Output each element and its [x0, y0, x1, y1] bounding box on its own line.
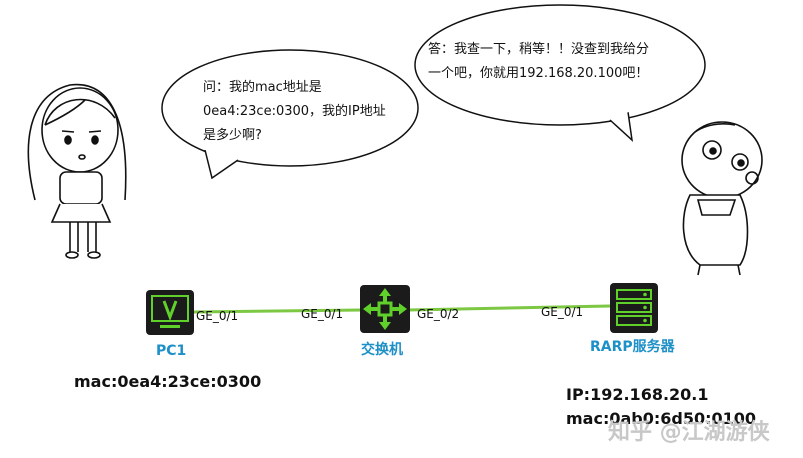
right-bubble-text: 答：我查一下，稍等！！没查到我给分 一个吧，你就用192.168.20.100吧… [428, 38, 649, 86]
switch-port-left-label: GE_0/1 [301, 307, 344, 321]
server-ip-text: IP:192.168.20.1 [566, 385, 709, 404]
pc-mac-text: mac:0ea4:23ce:0300 [74, 372, 262, 391]
girl-illustration [27, 83, 127, 259]
boy-illustration [681, 121, 763, 276]
server-label: RARP服务器 [590, 339, 675, 355]
link-switch-server [407, 304, 611, 312]
switch-label: 交换机 [361, 342, 403, 358]
left-bubble-text: 问：我的mac地址是 0ea4:23ce:0300，我的IP地址 是多少啊? [203, 76, 386, 148]
left-speech-bubble [161, 49, 419, 180]
right-bubble-line: 答：我查一下，稍等！！没查到我给分 [428, 42, 650, 57]
server-port-label: GE_0/1 [541, 305, 584, 319]
watermark: 知乎 @江湖游侠 [608, 420, 770, 445]
left-bubble-line: 是多少啊? [203, 128, 262, 143]
left-bubble-line: 0ea4:23ce:0300，我的IP地址 [203, 104, 386, 119]
server-mac-text: mac:0ab0:6d50:0100 [566, 409, 757, 428]
right-bubble-line: 一个吧，你就用192.168.20.100吧！ [428, 66, 649, 81]
right-speech-bubble [414, 4, 706, 142]
server-icon[interactable] [610, 283, 658, 333]
pc-label: PC1 [156, 343, 187, 359]
link-pc-switch [193, 308, 363, 314]
pc-port-label: GE_0/1 [196, 309, 239, 323]
switch-icon[interactable] [360, 285, 410, 333]
monitor-icon[interactable] [146, 290, 194, 335]
switch-port-right-label: GE_0/2 [417, 307, 460, 321]
left-bubble-line: 问：我的mac地址是 [203, 80, 322, 95]
